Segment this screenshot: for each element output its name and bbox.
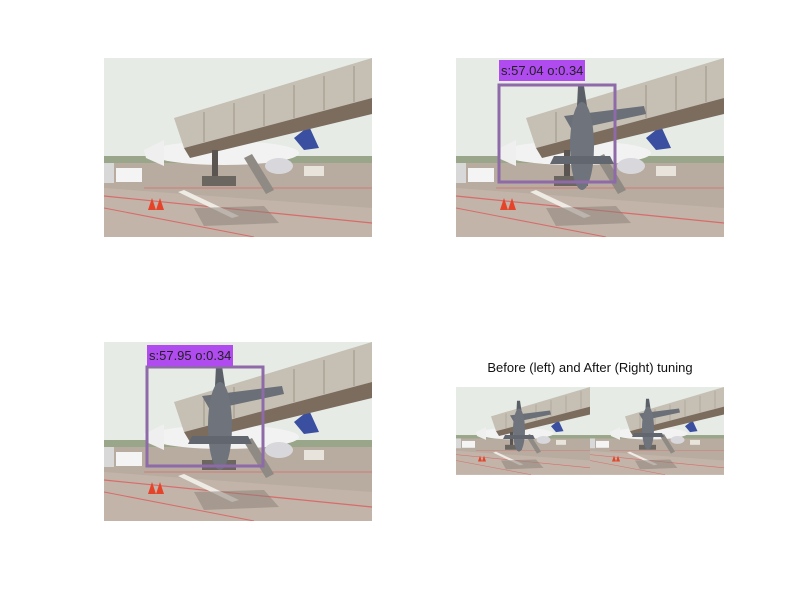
detection-label-2: s:57.95 o:0.34 — [147, 345, 234, 366]
comparison-caption: Before (left) and After (Right) tuning — [487, 360, 693, 375]
original-photo — [104, 58, 372, 237]
detection-label-1: s:57.04 o:0.34 — [499, 60, 586, 81]
detection-photo-1: s:57.04 o:0.34 — [456, 58, 724, 237]
before-after-comparison — [456, 387, 724, 475]
detection-photo-2: s:57.95 o:0.34 — [104, 342, 372, 521]
